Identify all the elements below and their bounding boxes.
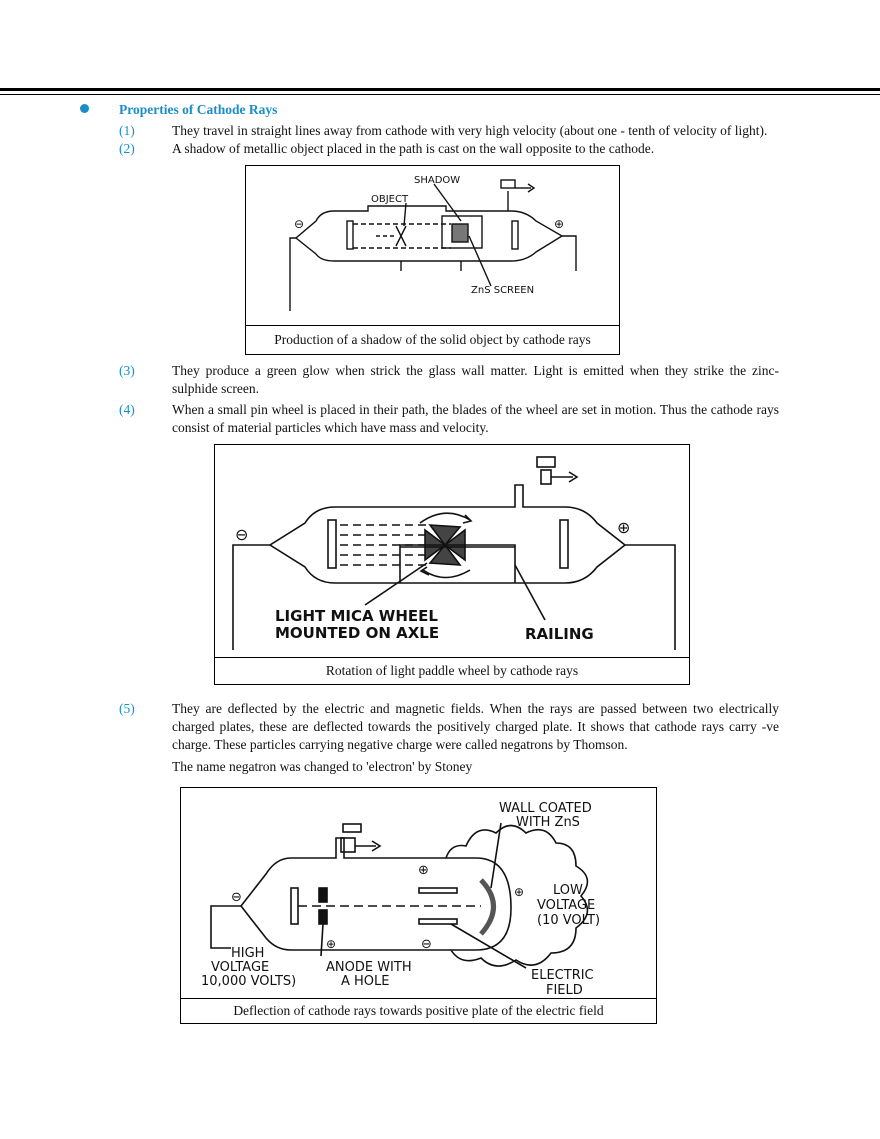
item-text: A shadow of metallic object placed in th… (172, 141, 655, 156)
bullet-icon (80, 104, 89, 113)
label-shadow: SHADOW (414, 175, 460, 186)
label-cathode-minus: ⊖ (231, 890, 242, 905)
paddle-wheel-diagram: ⊖ ⊕ LIGHT MICA WHEEL MOUNTED ON AXLE RAI… (232, 456, 676, 650)
header-rule-thin (0, 94, 880, 95)
label-electric: ELECTRIC (531, 968, 594, 983)
label-cathode-minus: ⊖ (235, 525, 248, 544)
figure-paddle-wheel: ⊖ ⊕ LIGHT MICA WHEEL MOUNTED ON AXLE RAI… (214, 444, 690, 685)
item-number: (3) (119, 363, 135, 378)
label-axle: MOUNTED ON AXLE (275, 624, 439, 642)
item-number: (2) (119, 141, 135, 156)
label-with-zns: WITH ZnS (516, 815, 580, 830)
label-high-voltage: VOLTAGE (211, 960, 269, 975)
label-plate-minus: ⊖ (421, 937, 432, 952)
label-wall-coated: WALL COATED (499, 801, 592, 816)
label-zns-screen: ZnS SCREEN (471, 285, 534, 296)
label-field: FIELD (546, 983, 583, 998)
label-anode-plus: ⊕ (554, 217, 564, 231)
shadow-diagram: SHADOW OBJECT ZnS SCREEN ⊖ ⊕ (289, 175, 577, 311)
label-field-plus: ⊕ (514, 885, 524, 899)
item-text: When a small pin wheel is placed in thei… (172, 402, 779, 435)
label-anode-with: ANODE WITH (326, 960, 412, 975)
label-anode-plus: ⊕ (617, 518, 630, 537)
item-text: They produce a green glow when strick th… (172, 363, 779, 396)
header-rule-thick (0, 88, 880, 91)
figure-caption: Deflection of cathode rays towards posit… (181, 998, 656, 1023)
label-plate-plus: ⊕ (418, 863, 429, 878)
label-anode-plus: ⊕ (326, 937, 336, 951)
label-low: LOW (553, 883, 583, 898)
item-text: They are deflected by the electric and m… (172, 701, 779, 752)
label-mica-wheel: LIGHT MICA WHEEL (275, 607, 438, 625)
label-10-volt: (10 VOLT) (537, 913, 600, 928)
figure-shadow: SHADOW OBJECT ZnS SCREEN ⊖ ⊕ Production … (245, 165, 620, 355)
label-high: HIGH (231, 946, 264, 961)
label-object: OBJECT (371, 194, 409, 205)
section-heading: Properties of Cathode Rays (119, 102, 278, 117)
label-railing: RAILING (525, 625, 594, 643)
label-a-hole: A HOLE (341, 974, 390, 989)
label-10000-volts: 10,000 VOLTS) (201, 974, 296, 989)
label-cathode-minus: ⊖ (294, 217, 304, 231)
item-number: (1) (119, 123, 135, 138)
label-low-voltage: VOLTAGE (537, 898, 595, 913)
item-number: (4) (119, 402, 135, 417)
item-number: (5) (119, 701, 135, 716)
figure-caption: Production of a shadow of the solid obje… (246, 325, 619, 354)
figure-caption: Rotation of light paddle wheel by cathod… (215, 657, 689, 684)
note-text: The name negatron was changed to 'electr… (172, 759, 473, 774)
deflection-diagram: ⊖ ⊕ ⊖ ⊕ ⊕ WALL COATED WITH ZnS LOW VOLTA… (201, 801, 600, 998)
figure-deflection: ⊖ ⊕ ⊖ ⊕ ⊕ WALL COATED WITH ZnS LOW VOLTA… (180, 787, 657, 1024)
item-text: They travel in straight lines away from … (172, 123, 768, 138)
